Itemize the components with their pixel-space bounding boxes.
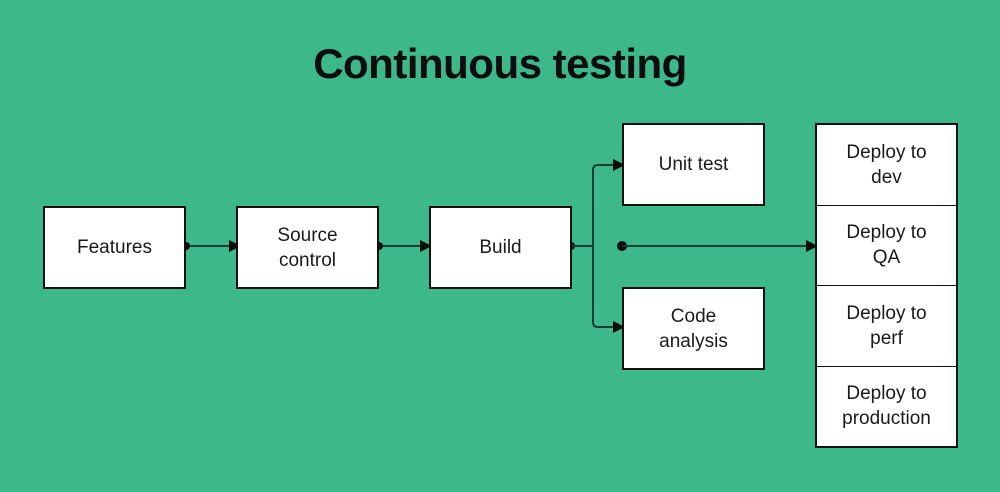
node-source-control-label-line1: Source bbox=[277, 224, 338, 246]
node-deploy-dev-label: Deploy to dev bbox=[846, 140, 926, 190]
node-deploy-perf-label-line1: Deploy to bbox=[846, 302, 927, 324]
node-unit-test[interactable]: Unit test bbox=[622, 123, 765, 206]
node-code-analysis-label-line2: analysis bbox=[659, 330, 728, 352]
node-deploy-production-label: Deploy to production bbox=[842, 381, 931, 431]
node-source-control-label-line2: control bbox=[278, 249, 336, 271]
node-source-control-label: Source control bbox=[277, 223, 337, 273]
edge-dot-deploy-source bbox=[617, 241, 627, 251]
node-features-label: Features bbox=[77, 237, 152, 258]
node-build[interactable]: Build bbox=[429, 206, 572, 289]
node-build-label: Build bbox=[479, 237, 522, 258]
deploy-stack: Deploy to dev Deploy to QA Deploy to per… bbox=[815, 123, 958, 448]
node-deploy-production[interactable]: Deploy to production bbox=[817, 367, 956, 447]
node-deploy-qa-label: Deploy to QA bbox=[846, 220, 926, 270]
node-code-analysis-label-line1: Code bbox=[670, 305, 717, 327]
node-deploy-production-label-line1: Deploy to bbox=[846, 383, 927, 405]
node-code-analysis[interactable]: Code analysis bbox=[622, 287, 765, 370]
page-title: Continuous testing bbox=[313, 40, 687, 87]
edge-build-to-unit-test bbox=[592, 164, 614, 246]
edge-build-to-code-analysis bbox=[592, 246, 614, 328]
node-deploy-dev[interactable]: Deploy to dev bbox=[817, 125, 956, 206]
node-source-control[interactable]: Source control bbox=[236, 206, 379, 289]
node-deploy-dev-label-line2: dev bbox=[871, 166, 902, 188]
node-unit-test-label: Unit test bbox=[658, 154, 729, 175]
node-deploy-production-label-line2: production bbox=[842, 408, 931, 430]
node-deploy-qa-label-line1: Deploy to bbox=[846, 222, 927, 244]
node-deploy-qa[interactable]: Deploy to QA bbox=[817, 206, 956, 286]
node-deploy-dev-label-line1: Deploy to bbox=[846, 141, 927, 163]
node-code-analysis-label: Code analysis bbox=[659, 304, 728, 354]
node-deploy-perf[interactable]: Deploy to perf bbox=[817, 286, 956, 367]
node-deploy-perf-label: Deploy to perf bbox=[846, 301, 926, 351]
node-features[interactable]: Features bbox=[43, 206, 186, 289]
node-deploy-perf-label-line2: perf bbox=[870, 327, 903, 349]
node-deploy-qa-label-line2: QA bbox=[872, 247, 901, 269]
